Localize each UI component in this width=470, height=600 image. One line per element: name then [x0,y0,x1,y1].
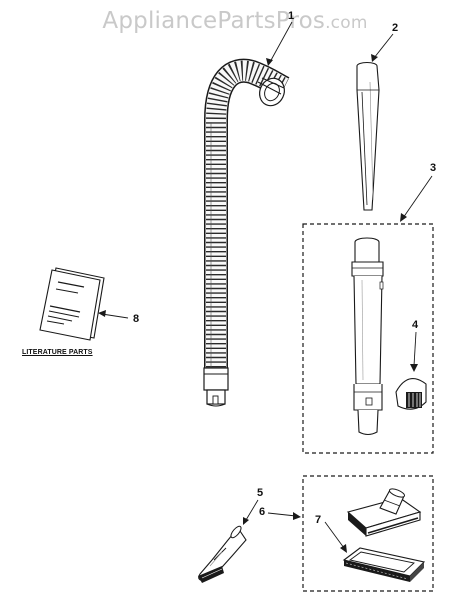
arrow-3 [400,213,407,222]
callout-1: 1 [288,10,295,22]
clip-part-4 [395,378,427,410]
arrow-8 [98,310,106,317]
arrow-6 [293,512,301,520]
leader-4 [413,331,417,367]
callout-3: 3 [430,162,437,174]
watermark-suffix: .com [325,13,368,33]
brush-insert-part-7 [342,547,426,582]
floor-tool-part-6 [346,488,422,537]
callout-4: 4 [412,319,419,331]
arrow-7 [340,544,347,553]
literature-booklet-part-8 [39,267,105,341]
leader-5 [245,499,259,521]
callout-8: 8 [133,313,140,325]
wand-group-box [302,223,434,454]
callout-7: 7 [315,514,322,526]
hose-part-1 [203,58,290,407]
hose-top-cuff [257,77,285,107]
arrow-1 [266,58,273,66]
leader-8 [101,313,129,319]
floor-tool-group-box [302,475,434,592]
hose-bottom-cuff [203,367,229,407]
leader-1 [269,21,293,63]
leader-2 [373,33,394,59]
arrow-5 [243,517,249,525]
leader-6 [267,512,297,517]
watermark: AppliancePartsPros.com [0,8,470,34]
arrow-2 [371,54,378,62]
arrow-4 [410,364,418,372]
dusting-brush-part-5 [198,525,247,583]
crevice-tool-part-2 [356,61,380,211]
leader-3 [402,175,433,219]
literature-parts-label: LITERATURE PARTS [22,349,93,356]
extension-wand-part-3 [351,237,384,436]
leader-7 [324,521,345,549]
callout-5: 5 [257,487,264,499]
callout-6: 6 [259,506,266,518]
callout-2: 2 [392,22,399,34]
